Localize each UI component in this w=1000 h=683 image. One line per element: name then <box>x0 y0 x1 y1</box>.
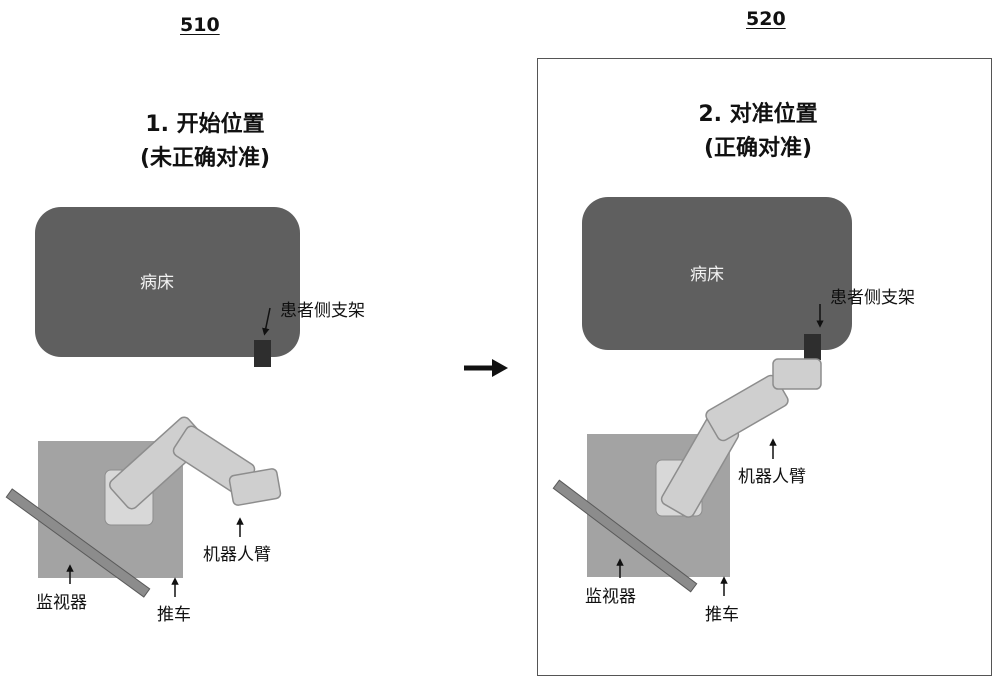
panel-2-frame <box>537 58 992 676</box>
panel-2-ref: 520 <box>746 8 786 30</box>
panel-1-monitor <box>5 488 151 598</box>
panel-1-bed <box>35 207 300 357</box>
panel-2-bracket-label: 患者侧支架 <box>830 288 915 308</box>
panel-1-ref: 510 <box>180 14 220 36</box>
panel-1-monitor-label: 监视器 <box>36 593 87 613</box>
panel-1-bracket <box>254 340 271 367</box>
panel-2-robot-arm <box>660 358 822 518</box>
panel-2-arm-label: 机器人臂 <box>738 467 806 487</box>
panel-2-bed <box>582 197 852 350</box>
panel-2-cart-label: 推车 <box>705 605 739 625</box>
panel-2-title-line1: 2. 对准位置 <box>698 102 818 127</box>
panel-2-title-line2: (正确对准) <box>703 136 813 161</box>
panel-1-bed-label: 病床 <box>140 273 174 293</box>
panel-2-monitor <box>552 479 698 593</box>
panel-1-title-line1: 1. 开始位置 <box>145 112 265 137</box>
panel-2-bracket <box>804 334 821 360</box>
panel-1-title-line2: (未正确对准) <box>139 146 271 171</box>
panel-2-bed-label: 病床 <box>690 265 724 285</box>
panel-1-bracket-label: 患者侧支架 <box>280 301 365 321</box>
panel-1-cart-label: 推车 <box>157 605 191 625</box>
panel-2-title: 2. 对准位置 (正确对准) <box>658 98 858 166</box>
panel-1-bracket-pointer <box>262 307 271 336</box>
panel-1-title: 1. 开始位置 (未正确对准) <box>105 108 305 176</box>
panel-2-monitor-label: 监视器 <box>585 587 636 607</box>
panel-1-robot-arm <box>109 416 282 510</box>
right-arrow-icon <box>464 359 508 377</box>
panel-1-arm-label: 机器人臂 <box>203 545 271 565</box>
